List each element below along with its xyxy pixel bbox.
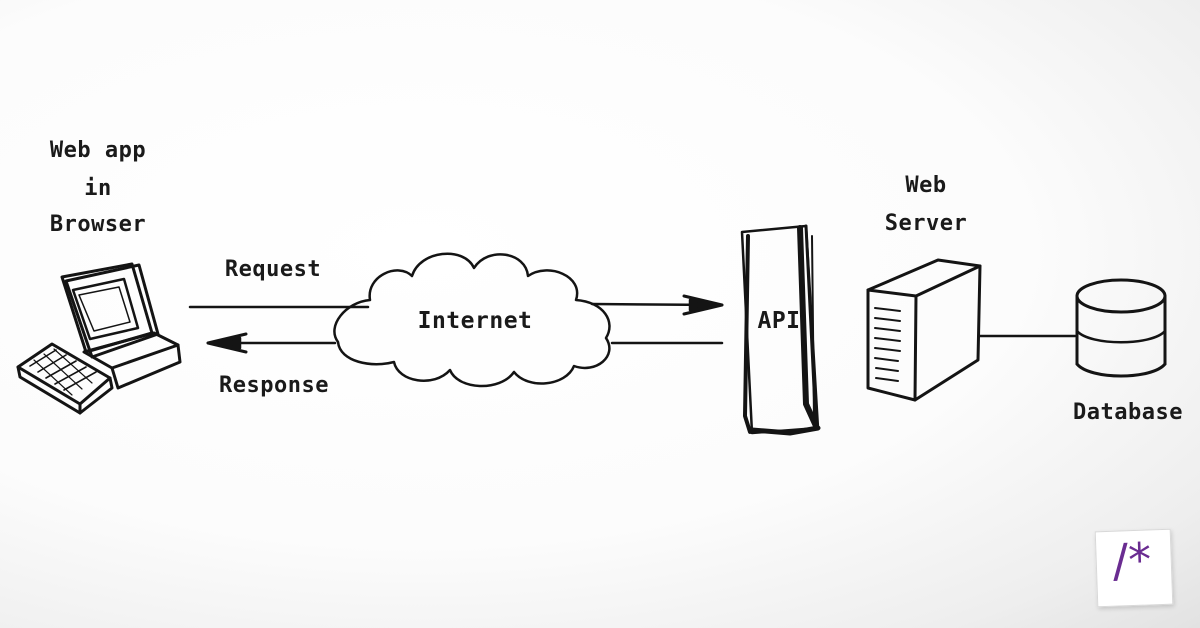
brand-logo-text: /*	[1111, 532, 1153, 588]
api-bar	[740, 224, 821, 436]
internet-cloud-icon	[333, 252, 611, 388]
response-arrow	[206, 332, 724, 354]
web-server-icon	[866, 258, 982, 402]
api-label: API	[757, 308, 801, 334]
computer-icon	[16, 262, 182, 415]
database-icon	[1075, 278, 1167, 378]
client-label-line3: Browser	[49, 212, 147, 237]
client-label-line2: in	[84, 176, 112, 201]
internet-label: Internet	[417, 308, 533, 334]
server-label-line1: Web	[905, 173, 947, 198]
database-label: Database	[1073, 400, 1183, 425]
request-arrow	[188, 294, 724, 316]
client-label-line1: Web app	[49, 138, 147, 163]
brand-logo: /*	[1094, 528, 1174, 608]
response-label: Response	[219, 373, 329, 398]
request-label: Request	[224, 257, 322, 282]
server-label-line2: Server	[884, 211, 968, 236]
